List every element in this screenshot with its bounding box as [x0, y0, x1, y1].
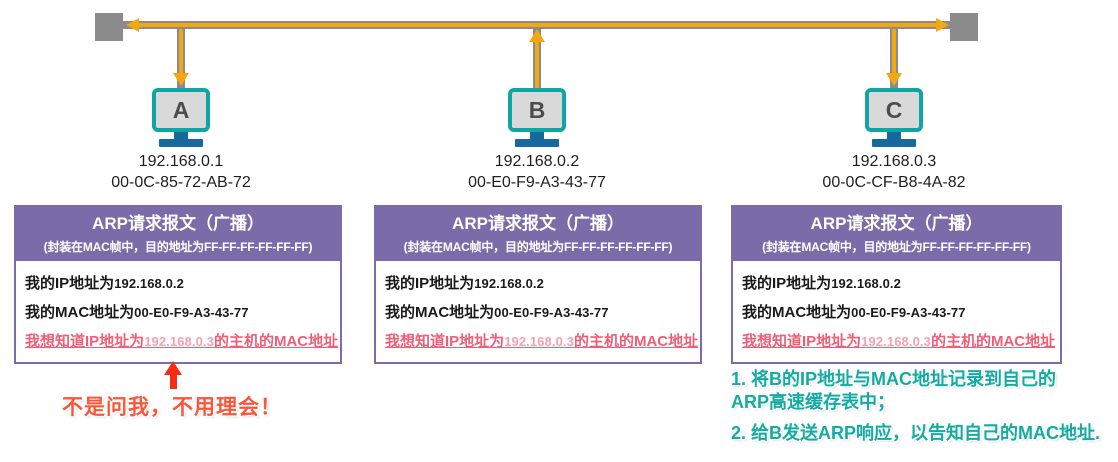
- monitor-stand-icon: [887, 132, 901, 139]
- broadcast-arrow-left-icon: [126, 18, 139, 32]
- host-c-response-notes: 1. 将B的IP地址与MAC地址记录到自己的 ARP高速缓存表中； 2. 给B发…: [731, 368, 1113, 445]
- arp-sender-ip-line: 我的IP地址为192.168.0.2: [25, 272, 331, 293]
- arp-sender-mac-value: 00-E0-F9-A3-43-77: [851, 305, 966, 321]
- arp-query-target-ip: 192.168.0.3: [144, 334, 214, 350]
- arp-query-prefix: 我想知道IP地址为: [385, 333, 505, 351]
- arp-box-body: 我的IP地址为192.168.0.2 我的MAC地址为00-E0-F9-A3-4…: [733, 261, 1060, 362]
- host-letter: B: [528, 96, 546, 123]
- arp-sender-mac-line: 我的MAC地址为00-E0-F9-A3-43-77: [742, 301, 1051, 322]
- arp-box-subtitle: (封装在MAC帧中，目的地址为FF-FF-FF-FF-FF-FF): [762, 240, 1031, 255]
- arp-box-title: ARP请求报文（广播）: [452, 214, 624, 233]
- arp-query-line: 我想知道IP地址为192.168.0.3的主机的MAC地址: [385, 330, 698, 351]
- arp-box-subtitle: (封装在MAC帧中，目的地址为FF-FF-FF-FF-FF-FF): [43, 240, 313, 255]
- arp-sender-mac-value: 00-E0-F9-A3-43-77: [134, 305, 249, 321]
- arp-request-box-a: ARP请求报文（广播） (封装在MAC帧中，目的地址为FF-FF-FF-FF-F…: [14, 205, 342, 365]
- host-c: C 192.168.0.3 00-0C-CF-B8-4A-82: [784, 88, 1004, 192]
- arrow-down-host-c-icon: [886, 73, 902, 86]
- arp-box-header: ARP请求报文（广播） (封装在MAC帧中，目的地址为FF-FF-FF-FF-F…: [16, 207, 340, 262]
- arp-sender-ip-value: 192.168.0.2: [831, 276, 901, 292]
- arp-sender-mac-label: 我的MAC地址为: [385, 304, 495, 322]
- computer-icon: A: [152, 88, 210, 132]
- arp-sender-mac-line: 我的MAC地址为00-E0-F9-A3-43-77: [25, 301, 331, 322]
- monitor-base-icon: [872, 139, 916, 147]
- arp-sender-mac-line: 我的MAC地址为00-E0-F9-A3-43-77: [385, 301, 691, 322]
- arrow-down-host-a-icon: [173, 73, 189, 86]
- host-c-note-1: 1. 将B的IP地址与MAC地址记录到自己的 ARP高速缓存表中；: [731, 368, 1113, 413]
- arp-query-suffix: 的主机的MAC地址: [930, 333, 1056, 351]
- host-letter: A: [172, 96, 190, 123]
- monitor-stand-icon: [530, 132, 544, 139]
- arp-query-suffix: 的主机的MAC地址: [213, 333, 339, 351]
- arp-sender-mac-label: 我的MAC地址为: [742, 304, 852, 322]
- host-mac-address: 00-E0-F9-A3-43-77: [468, 174, 606, 191]
- arrow-up-host-b-icon: [529, 29, 545, 42]
- computer-icon: C: [865, 88, 923, 132]
- arp-sender-mac-value: 00-E0-F9-A3-43-77: [494, 305, 609, 321]
- arp-query-prefix: 我想知道IP地址为: [25, 333, 145, 351]
- monitor-base-icon: [515, 139, 559, 147]
- alert-arrow-shaft: [170, 374, 177, 389]
- host-mac-address: 00-0C-85-72-AB-72: [111, 174, 251, 191]
- monitor-base-icon: [159, 139, 203, 147]
- arp-box-body: 我的IP地址为192.168.0.2 我的MAC地址为00-E0-F9-A3-4…: [376, 261, 700, 362]
- arp-box-header: ARP请求报文（广播） (封装在MAC帧中，目的地址为FF-FF-FF-FF-F…: [733, 207, 1060, 262]
- host-ip-address: 192.168.0.3: [851, 153, 937, 170]
- arp-sender-mac-label: 我的MAC地址为: [25, 304, 135, 322]
- arp-request-box-b: ARP请求报文（广播） (封装在MAC帧中，目的地址为FF-FF-FF-FF-F…: [374, 205, 702, 365]
- arp-box-subtitle: (封装在MAC帧中，目的地址为FF-FF-FF-FF-FF-FF): [403, 240, 673, 255]
- arp-sender-ip-value: 192.168.0.2: [114, 276, 184, 292]
- arp-box-body: 我的IP地址为192.168.0.2 我的MAC地址为00-E0-F9-A3-4…: [16, 261, 340, 362]
- arp-query-suffix: 的主机的MAC地址: [573, 333, 699, 351]
- arp-query-line: 我想知道IP地址为192.168.0.3的主机的MAC地址: [742, 330, 1055, 351]
- broadcast-arrow-right-icon: [936, 18, 949, 32]
- arp-query-target-ip: 192.168.0.3: [504, 334, 574, 350]
- host-c-note-1-line-2: ARP高速缓存表中；: [731, 391, 896, 412]
- arp-sender-ip-line: 我的IP地址为192.168.0.2: [385, 272, 691, 293]
- arp-box-title: ARP请求报文（广播）: [810, 214, 983, 233]
- computer-icon: B: [508, 88, 566, 132]
- host-ip-address: 192.168.0.2: [494, 153, 580, 170]
- host-c-note-1-line-1: 1. 将B的IP地址与MAC地址记录到自己的: [731, 369, 1057, 389]
- alert-arrow-up-icon: [164, 361, 182, 375]
- monitor-stand-icon: [174, 132, 188, 139]
- host-letter: C: [885, 96, 903, 123]
- host-c-note-2: 2. 给B发送ARP响应，以告知自己的MAC地址.: [731, 423, 1101, 444]
- arp-sender-ip-label: 我的IP地址为: [385, 275, 475, 293]
- arp-box-header: ARP请求报文（广播） (封装在MAC帧中，目的地址为FF-FF-FF-FF-F…: [376, 207, 700, 262]
- arp-sender-ip-line: 我的IP地址为192.168.0.2: [742, 272, 1051, 293]
- arp-query-line: 我想知道IP地址为192.168.0.3的主机的MAC地址: [25, 330, 338, 351]
- arp-query-prefix: 我想知道IP地址为: [742, 333, 862, 351]
- host-a: A 192.168.0.1 00-0C-85-72-AB-72: [71, 88, 291, 192]
- flow-line-host-c: [892, 29, 896, 75]
- flow-line-host-a: [179, 29, 183, 75]
- arp-sender-ip-label: 我的IP地址为: [742, 275, 832, 293]
- host-ip-address: 192.168.0.1: [138, 153, 224, 170]
- host-mac-address: 00-0C-CF-B8-4A-82: [822, 174, 966, 191]
- arp-query-target-ip: 192.168.0.3: [861, 334, 931, 350]
- arp-sender-ip-label: 我的IP地址为: [25, 275, 115, 293]
- arp-box-title: ARP请求报文（广播）: [92, 214, 264, 233]
- host-b: B 192.168.0.2 00-E0-F9-A3-43-77: [427, 88, 647, 192]
- flow-line-host-b: [535, 41, 539, 89]
- arp-request-box-c: ARP请求报文（广播） (封装在MAC帧中，目的地址为FF-FF-FF-FF-F…: [731, 205, 1062, 365]
- arp-sender-ip-value: 192.168.0.2: [474, 276, 544, 292]
- broadcast-flow-line: [137, 23, 937, 27]
- host-a-ignore-note: 不是问我，不用理会！: [62, 396, 282, 419]
